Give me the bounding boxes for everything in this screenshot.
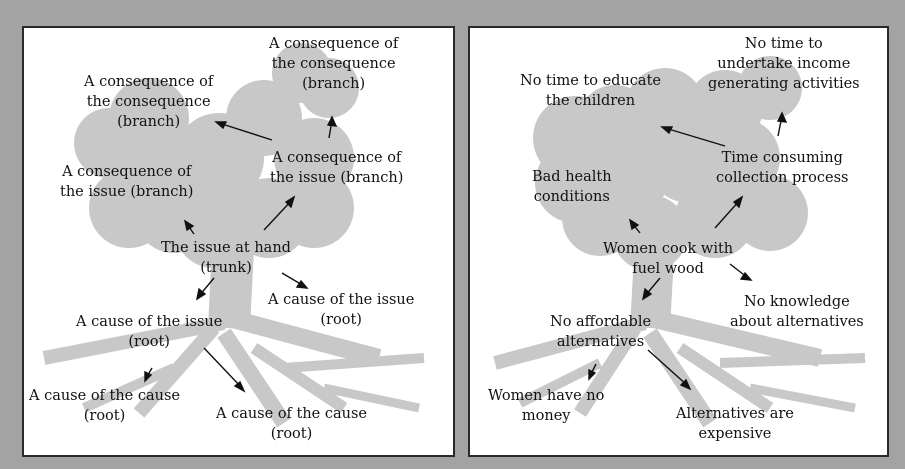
label-no-affordable: No affordable alternatives: [550, 312, 651, 352]
label-consequence-of-consequence-top: A consequence of the consequence (branch…: [269, 34, 398, 94]
label-women-no-money: Women have no money: [488, 386, 604, 426]
label-no-time-income: No time to undertake income generating a…: [708, 34, 860, 94]
label-time-consuming: Time consuming collection process: [716, 148, 849, 188]
label-alternatives-expensive: Alternatives are expensive: [676, 404, 794, 444]
label-cause-of-issue-right: A cause of the issue (root): [268, 290, 414, 330]
fuel-wood-problem-tree-panel: No time to undertake income generating a…: [468, 26, 889, 457]
label-cause-of-cause-left: A cause of the cause (root): [29, 386, 180, 426]
label-consequence-of-issue-left: A consequence of the issue (branch): [60, 162, 193, 202]
label-no-knowledge: No knowledge about alternatives: [730, 292, 864, 332]
label-issue-trunk: The issue at hand (trunk): [161, 238, 291, 278]
label-cause-of-cause-right: A cause of the cause (root): [216, 404, 367, 444]
label-no-time-educate: No time to educate the children: [520, 71, 661, 111]
label-consequence-of-issue-right: A consequence of the issue (branch): [270, 148, 403, 188]
label-women-cook: Women cook with fuel wood: [603, 239, 733, 279]
label-bad-health: Bad health conditions: [532, 167, 612, 207]
label-cause-of-issue-left: A cause of the issue (root): [76, 312, 222, 352]
label-consequence-of-consequence-left: A consequence of the consequence (branch…: [84, 72, 213, 132]
generic-problem-tree-panel: A consequence of the consequence (branch…: [22, 26, 455, 457]
